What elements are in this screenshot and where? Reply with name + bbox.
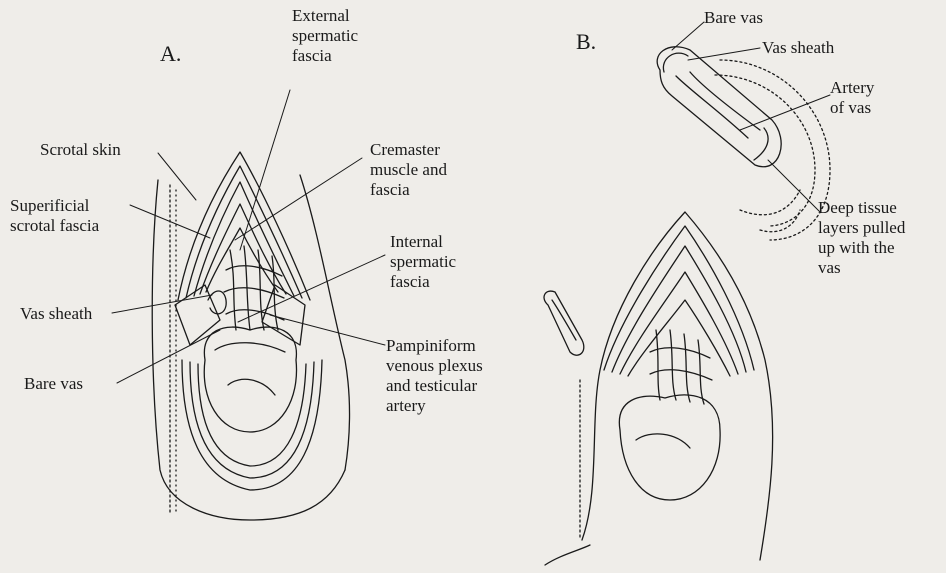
label-internal-spermatic-fascia: Internal spermatic fascia [390, 232, 456, 292]
label-deep-tissue: Deep tissue layers pulled up with the va… [818, 198, 905, 278]
label-bare-vas-a: Bare vas [24, 374, 83, 394]
panel-a-letter: A. [160, 42, 181, 66]
label-cremaster: Cremaster muscle and fascia [370, 140, 447, 200]
label-pampiniform: Pampiniform venous plexus and testicular… [386, 336, 483, 416]
label-artery-of-vas: Artery of vas [830, 78, 874, 118]
label-external-spermatic-fascia: External spermatic fascia [292, 6, 358, 66]
label-superficial-scrotal-fascia: Superificial scrotal fascia [10, 196, 99, 236]
panel-a-scrotum-drawing [152, 152, 349, 520]
panel-b-letter: B. [576, 30, 596, 54]
panel-b-vas-loop-drawing [544, 47, 830, 565]
label-vas-sheath-b: Vas sheath [762, 38, 834, 58]
label-scrotal-skin: Scrotal skin [40, 140, 121, 160]
label-bare-vas-b: Bare vas [704, 8, 763, 28]
label-vas-sheath: Vas sheath [20, 304, 92, 324]
